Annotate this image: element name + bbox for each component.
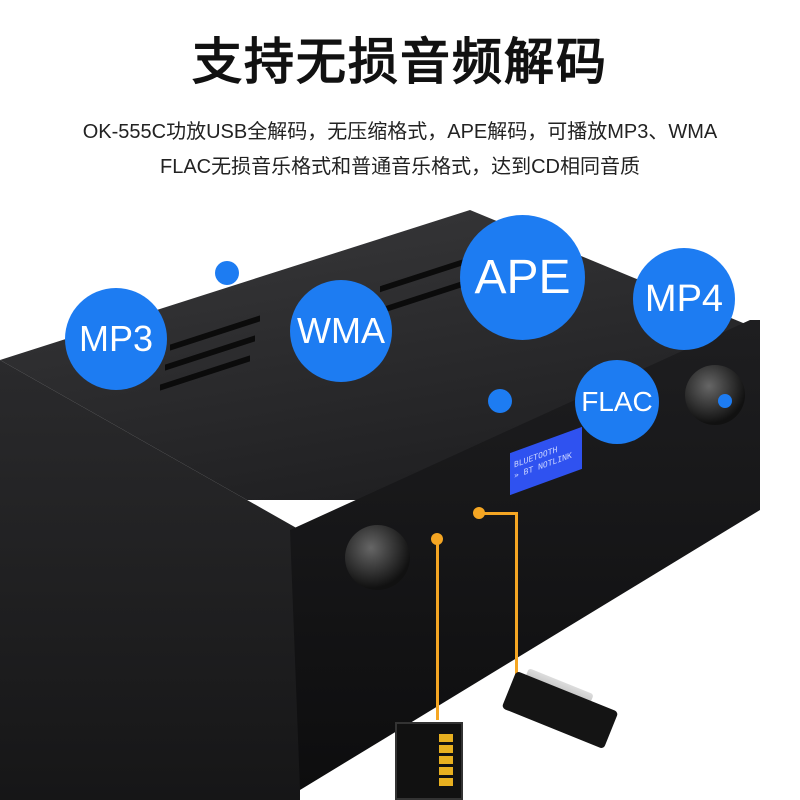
subtitle-line-2: FLAC无损音乐格式和普通音乐格式，达到CD相同音质 [159, 156, 640, 178]
subtitle-line-1: OK-555C功放USB全解码，无压缩格式，APE解码，可播放MP3、WMA [82, 121, 718, 143]
sd-card-image [395, 722, 463, 800]
sd-slot-marker [431, 533, 443, 545]
page-title: 支持无损音频解码 [192, 33, 608, 91]
usb-callout-line [478, 512, 518, 515]
decor-dot [718, 394, 732, 408]
format-badge-ape: APE [460, 215, 585, 340]
format-badge-mp4: MP4 [633, 248, 735, 350]
sd-callout-line [436, 538, 439, 720]
selector-knob [685, 365, 745, 425]
format-badge-mp3: MP3 [65, 288, 167, 390]
usb-port-marker [473, 507, 485, 519]
format-badge-wma: WMA [290, 280, 392, 382]
format-badge-flac: FLAC [575, 360, 659, 444]
decor-dot [488, 389, 512, 413]
volume-knob [345, 525, 410, 590]
usb-callout-line [515, 512, 518, 682]
decor-dot [215, 261, 239, 285]
